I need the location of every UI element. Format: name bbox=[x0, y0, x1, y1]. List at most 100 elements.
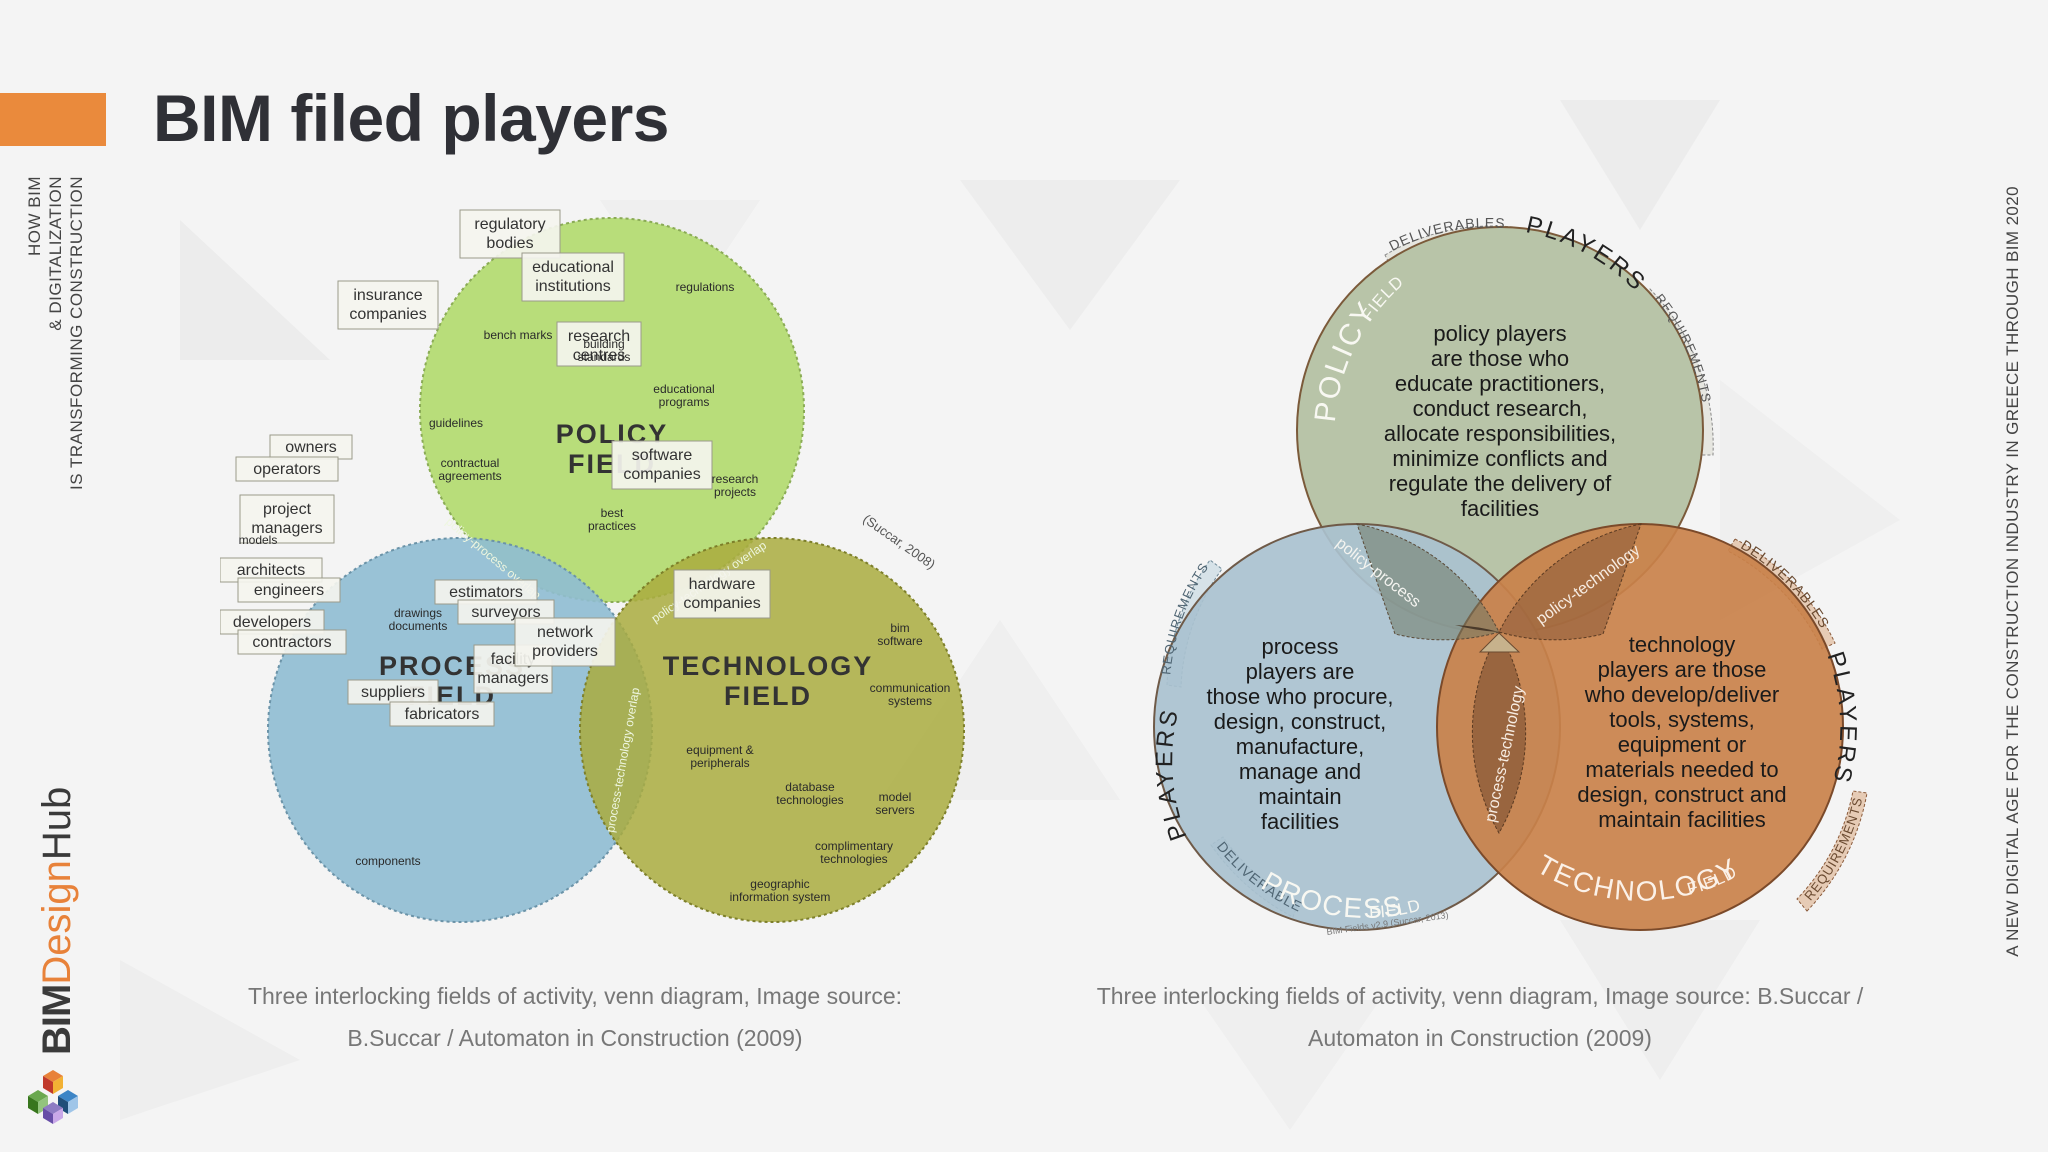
svg-text:architects: architects bbox=[237, 562, 305, 579]
svg-text:minimize conflicts and: minimize conflicts and bbox=[1392, 446, 1607, 471]
policy-circle bbox=[419, 217, 805, 603]
svg-text:managers: managers bbox=[251, 520, 322, 537]
boxed-label-owners: owners bbox=[269, 434, 353, 460]
svg-text:educational: educational bbox=[532, 259, 614, 276]
svg-text:regulatory: regulatory bbox=[474, 216, 545, 233]
svg-text:maintain facilities: maintain facilities bbox=[1598, 807, 1766, 832]
boxed-label-suppliers: suppliers bbox=[347, 679, 439, 705]
svg-text:manage and: manage and bbox=[1239, 759, 1361, 784]
svg-text:network: network bbox=[537, 624, 594, 641]
small-label-components: components bbox=[355, 854, 420, 868]
svg-text:maintain: maintain bbox=[1258, 784, 1341, 809]
boxed-label-surveyors: surveyors bbox=[457, 599, 555, 625]
svg-text:players are: players are bbox=[1246, 659, 1355, 684]
boxed-label-contractors: contractors bbox=[237, 629, 347, 655]
page-title: BIM filed players bbox=[153, 81, 670, 155]
brand-cube-logo-icon bbox=[28, 1070, 78, 1124]
small-label-models: models bbox=[239, 533, 278, 547]
small-label-bench-marks: bench marks bbox=[484, 328, 553, 342]
boxed-label-research-centres: research centres bbox=[556, 321, 642, 367]
boxed-label-educational-institutions: educational institutions bbox=[521, 252, 625, 302]
svg-text:companies: companies bbox=[683, 595, 760, 612]
right-tagline: A NEW DIGITAL AGE FOR THE CONSTRUCTION I… bbox=[1998, 186, 2028, 966]
svg-text:companies: companies bbox=[349, 306, 426, 323]
svg-text:operators: operators bbox=[253, 461, 321, 478]
svg-text:design, construct,: design, construct, bbox=[1214, 709, 1386, 734]
svg-text:regulate the delivery of: regulate the delivery of bbox=[1389, 471, 1612, 496]
svg-text:developers: developers bbox=[233, 614, 311, 631]
svg-text:equipment or: equipment or bbox=[1618, 732, 1746, 757]
svg-text:project: project bbox=[263, 501, 312, 518]
svg-text:manufacture,: manufacture, bbox=[1236, 734, 1364, 759]
left-venn-diagram: POLICY FIELD PROCESS FIELD TECHNOLOGY FI… bbox=[220, 209, 965, 923]
boxed-label-fabricators: fabricators bbox=[389, 701, 495, 727]
small-label-guidelines: guidelines bbox=[429, 416, 483, 430]
svg-text:contractors: contractors bbox=[252, 634, 331, 651]
caption-right-line-1: Three interlocking fields of activity, v… bbox=[1096, 983, 1864, 1009]
svg-text:facilities: facilities bbox=[1461, 496, 1539, 521]
svg-text:materials needed to: materials needed to bbox=[1585, 757, 1778, 782]
svg-text:suppliers: suppliers bbox=[361, 684, 425, 701]
technology-circle bbox=[579, 537, 965, 923]
accent-bar bbox=[0, 93, 106, 146]
svg-text:providers: providers bbox=[532, 643, 598, 660]
left-technology-field-label-2: FIELD bbox=[724, 681, 812, 711]
svg-text:institutions: institutions bbox=[535, 278, 611, 295]
caption-right: Three interlocking fields of activity, v… bbox=[1070, 975, 1890, 1059]
left-technology-field-label-1: TECHNOLOGY bbox=[663, 651, 874, 681]
side-tagline-line-2: & DIGITALIZATION bbox=[46, 176, 65, 331]
svg-text:design, construct and: design, construct and bbox=[1577, 782, 1786, 807]
right-tagline-text: A NEW DIGITAL AGE FOR THE CONSTRUCTION I… bbox=[2003, 186, 2022, 957]
svg-text:who develop/deliver: who develop/deliver bbox=[1584, 682, 1779, 707]
svg-text:surveyors: surveyors bbox=[471, 604, 540, 621]
svg-text:centres: centres bbox=[573, 347, 625, 364]
brand-part-2: Design bbox=[35, 860, 79, 985]
svg-text:technology: technology bbox=[1629, 632, 1735, 657]
svg-text:engineers: engineers bbox=[254, 582, 324, 599]
svg-text:owners: owners bbox=[285, 439, 337, 456]
svg-text:tools, systems,: tools, systems, bbox=[1609, 707, 1754, 732]
caption-left: Three interlocking fields of activity, v… bbox=[220, 975, 930, 1059]
svg-text:are those who: are those who bbox=[1431, 346, 1569, 371]
side-tagline: HOW BIM & DIGITALIZATION IS TRANSFORMING… bbox=[24, 176, 88, 496]
svg-text:educate practitioners,: educate practitioners, bbox=[1395, 371, 1605, 396]
svg-text:process: process bbox=[1261, 634, 1338, 659]
svg-text:hardware: hardware bbox=[689, 576, 756, 593]
caption-right-line-2: Automaton in Construction (2009) bbox=[1308, 1025, 1652, 1051]
svg-text:fabricators: fabricators bbox=[405, 706, 480, 723]
svg-text:companies: companies bbox=[623, 466, 700, 483]
side-tagline-line-3: IS TRANSFORMING CONSTRUCTION bbox=[67, 176, 86, 491]
boxed-label-developers: developers bbox=[220, 609, 325, 635]
small-label-regulations: regulations bbox=[676, 280, 735, 294]
svg-text:estimators: estimators bbox=[449, 584, 523, 601]
svg-text:software: software bbox=[632, 447, 693, 464]
left-boxed-labels: regulatory bodies educational institutions i… bbox=[220, 209, 771, 727]
svg-text:players are those: players are those bbox=[1598, 657, 1767, 682]
caption-left-line-2: B.Succar / Automaton in Construction (20… bbox=[347, 1025, 803, 1051]
brand-wordmark: BIMDesignHub bbox=[30, 787, 84, 1055]
boxed-label-network-providers: network providers bbox=[514, 617, 616, 667]
brand-part-1: BIM bbox=[35, 984, 79, 1055]
boxed-label-software-companies: software companies bbox=[611, 440, 713, 490]
svg-text:managers: managers bbox=[477, 670, 548, 687]
svg-text:bodies: bodies bbox=[486, 235, 533, 252]
svg-text:research: research bbox=[568, 328, 630, 345]
svg-text:conduct research,: conduct research, bbox=[1413, 396, 1588, 421]
